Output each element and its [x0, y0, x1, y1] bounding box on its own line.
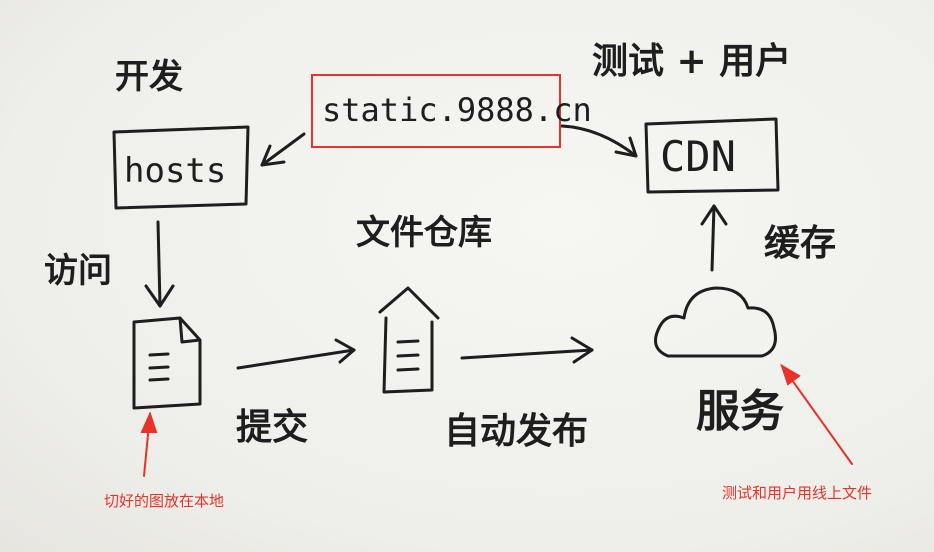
label-dev: 开发	[115, 57, 183, 97]
label-service: 服务	[696, 386, 784, 437]
cdn-box	[644, 117, 780, 194]
note-local-images: 切好的图放在本地	[104, 492, 225, 510]
domain-highlight-box	[311, 74, 561, 148]
label-cache: 缓存	[764, 223, 837, 264]
arrow-domain-to-cdn	[560, 124, 638, 158]
red-arrow-online	[781, 365, 853, 465]
arrow-domain-to-hosts	[260, 132, 306, 167]
arrow-repo-to-service	[460, 348, 594, 360]
repo-house-icon	[378, 286, 440, 394]
label-auto-publish: 自动发布	[444, 411, 589, 452]
hosts-box	[112, 125, 250, 210]
service-cloud-icon	[654, 286, 777, 358]
label-visit: 访问	[44, 251, 112, 291]
label-hosts: hosts	[124, 151, 227, 191]
note-online-files: 测试和用户用线上文件	[722, 484, 873, 502]
label-repo: 文件仓库	[356, 213, 492, 253]
arrow-hosts-to-file	[156, 220, 162, 308]
local-file-icon	[132, 316, 202, 410]
arrow-service-to-cdn	[710, 204, 716, 272]
label-test-user: 测试 + 用户	[592, 41, 792, 82]
label-cdn: CDN	[660, 132, 736, 181]
label-domain: static.9888.cn	[322, 91, 592, 129]
arrow-file-to-repo	[236, 348, 356, 370]
label-submit: 提交	[236, 407, 309, 448]
